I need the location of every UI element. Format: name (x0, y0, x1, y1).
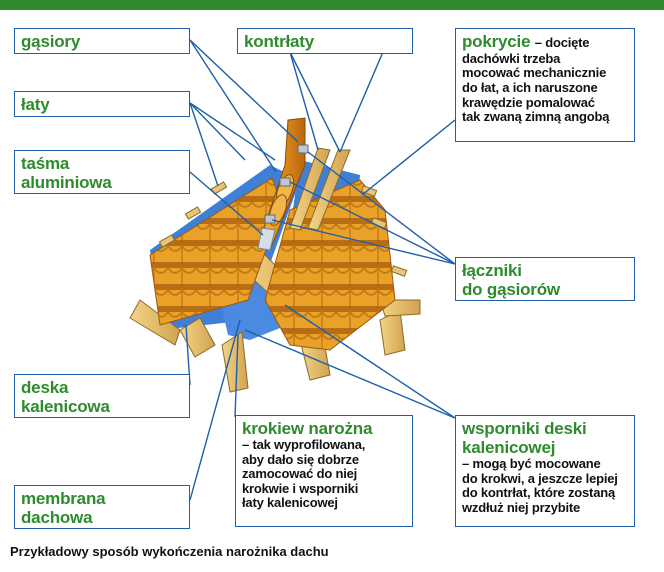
label-pokrycie-desc-5: tak zwaną zimną angobą (462, 109, 610, 125)
label-krokiew-title: krokiew narożna (242, 419, 373, 438)
label-gasiory-title: gąsiory (21, 32, 81, 51)
label-pokrycie-desc-2: mocować mechanicznie (462, 65, 607, 81)
top-color-bar (0, 0, 664, 10)
figure-caption: Przykładowy sposób wykończenia narożnika… (10, 544, 329, 559)
label-wsporniki: wsporniki deski kalenicowej – mogą być m… (455, 415, 635, 527)
label-wsporniki-desc-4: wzdłuż niej przybite (462, 499, 581, 515)
label-membrana: membrana dachowa (14, 485, 190, 529)
label-deska: deska kalenicowa (14, 374, 190, 418)
label-wsporniki-desc-3: do kontrłat, które zostaną (462, 485, 615, 501)
label-tasma-title-1: taśma (21, 154, 70, 173)
label-kontrlaty: kontrłaty (237, 28, 413, 54)
label-deska-title-2: kalenicowa (21, 397, 110, 417)
counter-battens (289, 147, 351, 231)
label-krokiew-desc-5: łaty kalenicowej (242, 495, 338, 511)
leader-lines (185, 39, 456, 501)
label-laty-title: łaty (21, 95, 50, 114)
label-wsporniki-desc-2: do krokwi, a jeszcze lepiej (462, 470, 618, 486)
label-laczniki-title-2: do gąsiorów (462, 280, 560, 300)
label-krokiew-desc-3: zamocować do niej (242, 466, 358, 482)
label-laty: łaty (14, 91, 190, 117)
label-wsporniki-desc-1: – mogą być mocowane (462, 456, 601, 472)
left-roof-tiles (149, 177, 283, 326)
label-kontrlaty-title: kontrłaty (244, 32, 314, 51)
label-gasiory: gąsiory (14, 28, 190, 54)
label-membrana-title-2: dachowa (21, 508, 93, 528)
label-tasma-title-2: aluminiowa (21, 173, 112, 193)
label-pokrycie: pokrycie – docięte dachówki trzeba mocow… (455, 28, 635, 142)
label-wsporniki-title-2: kalenicowej (462, 438, 556, 458)
ridge-fixtures (264, 144, 309, 224)
label-pokrycie-title: pokrycie (462, 32, 531, 51)
label-deska-title-1: deska (21, 378, 69, 397)
label-wsporniki-title-1: wsporniki deski (462, 419, 587, 438)
label-krokiew: krokiew narożna – tak wyprofilowana, aby… (235, 415, 413, 527)
label-membrana-title-1: membrana (21, 489, 106, 508)
label-laczniki: łączniki do gąsiorów (455, 257, 635, 301)
label-pokrycie-desc-1: dachówki trzeba (462, 50, 561, 66)
label-krokiew-desc-2: aby dało się dobrze (242, 451, 359, 467)
label-krokiew-desc-1: – tak wyprofilowana, (242, 437, 366, 453)
label-pokrycie-desc-3: do łat, a ich naruszone (462, 80, 598, 95)
label-krokiew-desc-4: krokwie i wsporniki (242, 480, 359, 496)
label-tasma: taśma aluminiowa (14, 150, 190, 194)
label-laczniki-title-1: łączniki (462, 261, 522, 280)
label-pokrycie-desc-4: krawędzie pomalować (462, 94, 595, 110)
label-pokrycie-desc-first: – docięte (534, 35, 590, 50)
roof-battens (158, 181, 408, 277)
